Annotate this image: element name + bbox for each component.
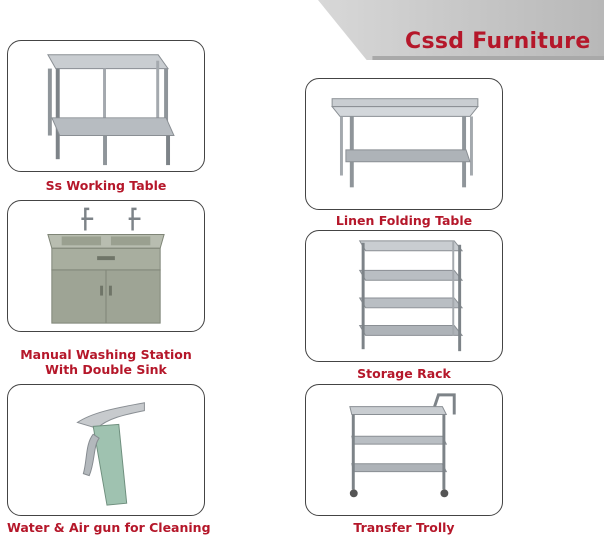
product-card-working-table[interactable] <box>7 40 205 172</box>
working-table-image <box>47 54 175 166</box>
linen-table-image <box>331 98 479 188</box>
product-card-storage-rack[interactable] <box>305 230 503 362</box>
page-title: Cssd Furniture <box>405 29 591 54</box>
caption-working-table: Ss Working Table <box>45 178 167 193</box>
header-banner-shadow <box>372 56 604 60</box>
caption-water-air-gun: Water & Air gun for Cleaning <box>7 520 211 535</box>
product-card-water-air-gun[interactable] <box>7 384 205 516</box>
product-card-transfer-trolly[interactable] <box>305 384 503 516</box>
caption-washing-station: Manual Washing Station With Double Sink <box>20 347 192 377</box>
caption-transfer-trolly: Transfer Trolly <box>353 520 455 535</box>
transfer-trolly-image <box>349 393 456 498</box>
washing-station-image <box>47 207 165 324</box>
product-card-linen-table[interactable] <box>305 78 503 210</box>
caption-storage-rack: Storage Rack <box>357 366 451 381</box>
product-card-washing-station[interactable] <box>7 200 205 332</box>
header-banner <box>318 0 604 60</box>
caption-linen-table: Linen Folding Table <box>335 213 473 228</box>
air-gun-image <box>76 402 145 506</box>
storage-rack-image <box>358 240 464 352</box>
